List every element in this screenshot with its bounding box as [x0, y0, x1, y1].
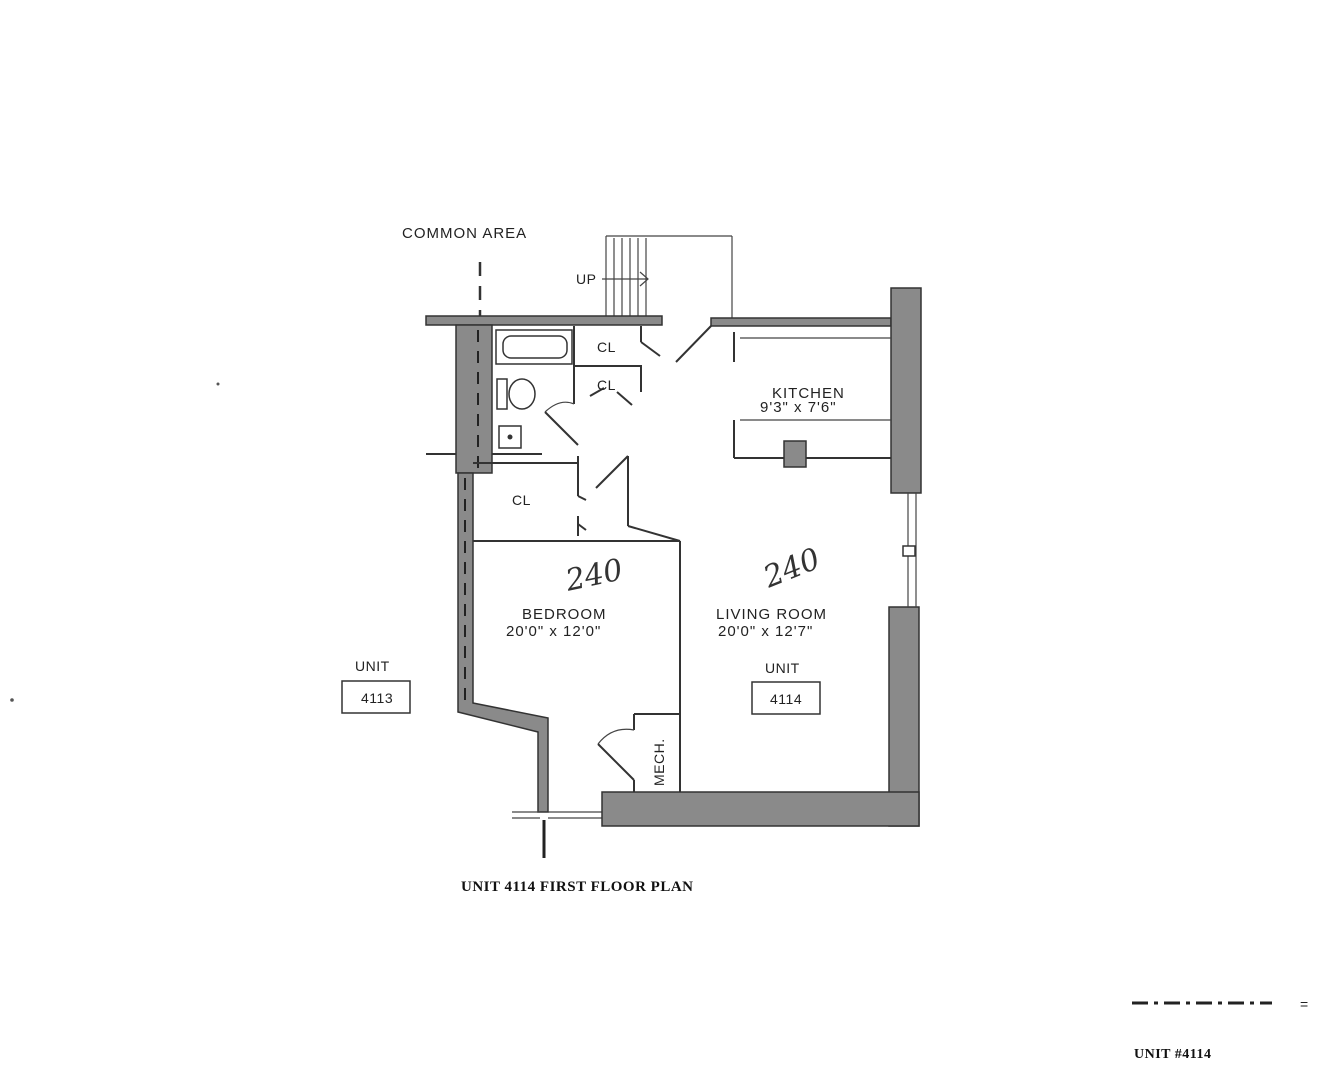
kitchen-dims: 9'3" x 7'6": [760, 399, 837, 416]
legend-equals: =: [1300, 996, 1309, 1012]
party-wall-upper: [455, 324, 493, 474]
mech-closet: [597, 713, 680, 792]
top-wall-right: [710, 317, 892, 327]
living-room-dims: 20'0" x 12'7": [718, 623, 813, 640]
closet-middle: [473, 455, 681, 792]
closets-upper: [574, 325, 712, 406]
mech-label: MECH.: [651, 738, 667, 786]
unit-4114-number: 4114: [770, 691, 802, 707]
closet-label-3: CL: [512, 492, 531, 508]
legend-unit-label: UNIT #4114: [1134, 1047, 1211, 1062]
plan-title: UNIT 4114 FIRST FLOOR PLAN: [461, 879, 694, 895]
kitchen-name: KITCHEN: [772, 385, 845, 402]
kitchen-area: [733, 332, 891, 468]
bottom-wall: [601, 791, 920, 827]
unit-4113-number: 4113: [361, 690, 393, 706]
living-room-handwritten-area: 240: [758, 541, 825, 595]
unit-4113-label: UNIT: [355, 658, 390, 674]
common-area-label: COMMON AREA: [402, 225, 527, 242]
living-room-name: LIVING ROOM: [716, 606, 827, 623]
bedroom-dims: 20'0" x 12'0": [506, 623, 601, 640]
unit-4114-box: [751, 681, 821, 715]
right-wall-upper: [890, 287, 922, 494]
top-wall-left: [425, 315, 663, 326]
unit-4114-label: UNIT: [765, 660, 800, 676]
stair: [602, 235, 733, 322]
bedroom-name: BEDROOM: [522, 606, 607, 623]
left-wall-lower: [457, 472, 549, 813]
closet-label-2: CL: [597, 377, 616, 393]
stair-up-label: UP: [576, 271, 596, 287]
bathroom: [492, 326, 579, 455]
bedroom-handwritten-area: 240: [562, 552, 626, 598]
unit-4113-box: [341, 680, 411, 714]
closet-label-1: CL: [597, 339, 616, 355]
